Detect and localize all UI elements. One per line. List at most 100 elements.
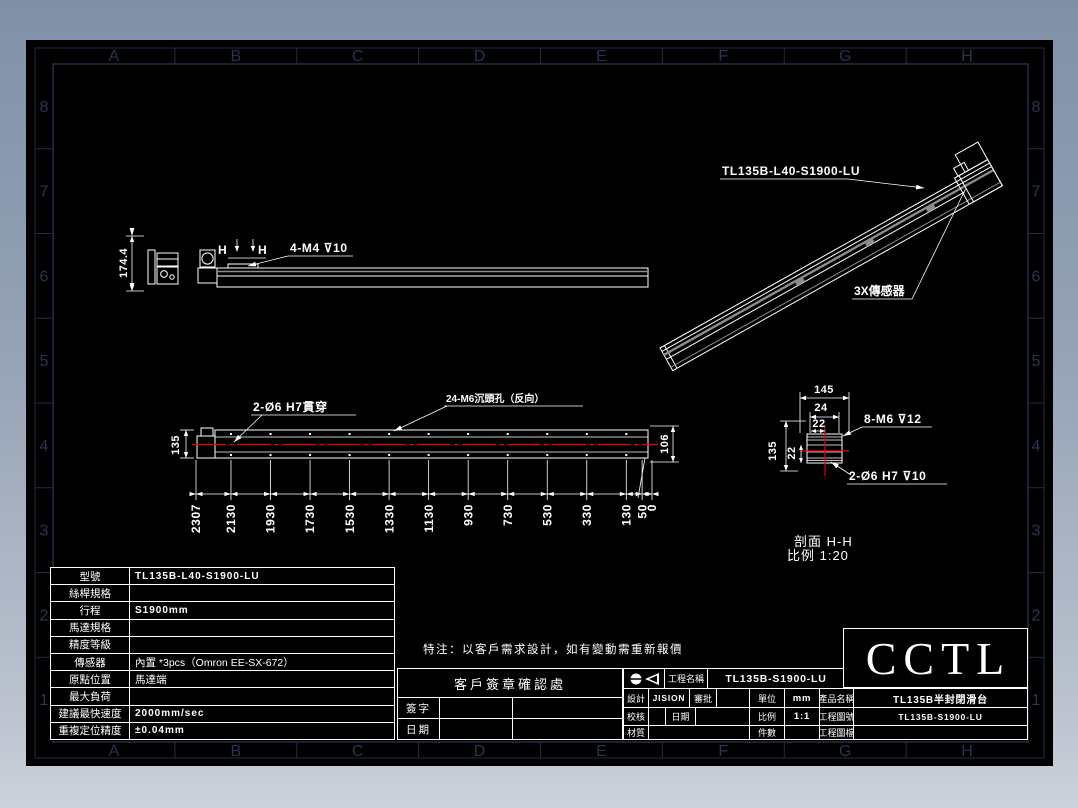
front-right-dim: 106 <box>659 434 671 454</box>
front-height-dim: 135 <box>170 435 182 455</box>
hole-mark <box>229 454 232 456</box>
hole-mark <box>546 454 549 456</box>
chain-arrow <box>635 491 643 497</box>
chain-dim-value: 2130 <box>224 504 238 533</box>
material-label: 材質 <box>624 726 649 739</box>
scale-label: 比例 <box>750 708 785 725</box>
chain-arrow <box>389 491 396 497</box>
design-value: JISION <box>649 689 690 707</box>
section-marker-h-left: H <box>218 243 227 257</box>
section-dim-22-top: 22 <box>812 418 825 430</box>
spec-label: 馬達規格 <box>51 619 130 636</box>
chain-dim-value: 1330 <box>382 504 396 533</box>
frame-row-number: 7 <box>1032 184 1041 201</box>
sign-field[interactable] <box>440 698 513 718</box>
frame-col-letter: G <box>839 743 851 760</box>
check-label: 校核 <box>624 708 649 725</box>
section-marker-h-right: H <box>258 243 267 257</box>
date-field-2[interactable] <box>513 719 622 739</box>
hole-mark <box>427 433 430 435</box>
chain-arrow <box>580 491 587 497</box>
chain-arrow <box>507 491 515 497</box>
spec-row: 精度等級 <box>51 636 394 655</box>
frame-row-number: 4 <box>40 438 49 455</box>
spec-label: 行程 <box>51 602 130 619</box>
hole-mark <box>309 454 312 456</box>
frame-row-number: 7 <box>40 184 49 201</box>
project-name-label: 工程名稱 <box>665 669 708 688</box>
spec-value: TL135B-L40-S1900-LU <box>135 570 260 582</box>
chain-dim-value: 930 <box>461 504 475 526</box>
hole-mark <box>388 454 391 456</box>
frame-row-number: 3 <box>40 523 49 540</box>
chain-arrow <box>468 491 475 497</box>
chain-dim-value: 1130 <box>422 504 436 532</box>
approve-label: 審批 <box>690 689 717 707</box>
frame-col-letter: B <box>230 743 241 760</box>
hole-mark <box>269 433 272 435</box>
section-dim-22-left: 22 <box>786 446 798 459</box>
chain-arrow <box>422 491 429 497</box>
iso-view: TL135B-L40-S1900-LU 3X傳感器 <box>659 141 1004 372</box>
frame-col-letter: E <box>596 743 607 760</box>
sign-label: 簽字 <box>398 698 440 718</box>
frame-col-letter: H <box>961 743 973 760</box>
frame-col-letter: A <box>109 743 120 760</box>
qty-label: 件數 <box>750 726 785 739</box>
hole-mark <box>348 433 351 435</box>
chain-arrow <box>270 491 278 497</box>
title-block: 工程名稱 TL135B-S1900-LU 設計 JISION 審批 單位 mm … <box>623 668 1028 740</box>
spec-label: 重複定位精度 <box>51 722 130 740</box>
spec-label: 型號 <box>51 568 130 585</box>
frame-row-number: 4 <box>1032 438 1041 455</box>
frame-row-number: 2 <box>40 607 49 624</box>
section-dim-24: 24 <box>814 402 828 414</box>
sign-field-2[interactable] <box>513 698 622 718</box>
front-hole-label-through: 2-Ø6 H7貫穿 <box>253 399 328 414</box>
chain-arrow <box>195 491 203 497</box>
hole-mark <box>229 433 232 435</box>
product-name-value: TL135B半封閉滑台 <box>893 694 988 706</box>
frame-row-number: 8 <box>1032 99 1041 116</box>
chain-arrow <box>349 491 357 497</box>
hole-mark <box>585 454 588 456</box>
section-hole-label-bottom: 2-Ø6 H7 ⊽10 <box>849 469 926 483</box>
chain-arrow <box>626 491 633 497</box>
frame-col-letter: B <box>230 48 241 65</box>
frame-col-letter: F <box>718 743 728 760</box>
spec-label: 建議最快速度 <box>51 705 130 722</box>
chain-dim-value: 0 <box>645 504 659 511</box>
date-label: 日期 <box>398 719 440 739</box>
file-label: 工程圖檔 <box>820 726 854 739</box>
chain-arrow <box>428 491 436 497</box>
frame-row-number: 1 <box>40 692 49 709</box>
spec-value: ±0.04mm <box>135 725 185 737</box>
frame-col-letter: D <box>474 743 486 760</box>
spec-label: 絲桿規格 <box>51 585 130 602</box>
frame-col-letter: E <box>596 48 607 65</box>
drawing-no-label: 工程圖號 <box>820 708 854 725</box>
iso-sensor-label: 3X傳感器 <box>854 283 906 298</box>
signature-title: 客戶簽章確認處 <box>398 669 622 698</box>
unit-value: mm <box>785 689 820 707</box>
side-height-dim: 174.4 <box>118 248 130 278</box>
hole-mark <box>348 454 351 456</box>
chain-dim-value: 50 <box>635 504 649 519</box>
hole-mark <box>506 433 509 435</box>
chain-dim-value: 730 <box>501 504 515 526</box>
chain-arrow <box>189 491 196 497</box>
chain-arrow <box>303 491 311 497</box>
date-field[interactable] <box>440 719 513 739</box>
chain-dim-value: 330 <box>580 504 594 526</box>
frame-col-letter: H <box>961 48 973 65</box>
chain-arrow <box>540 491 548 497</box>
chain-arrow <box>652 491 659 497</box>
projection-symbol <box>624 669 665 688</box>
spec-value: S1900mm <box>135 605 189 616</box>
project-name-value: TL135B-S1900-LU <box>708 669 845 688</box>
